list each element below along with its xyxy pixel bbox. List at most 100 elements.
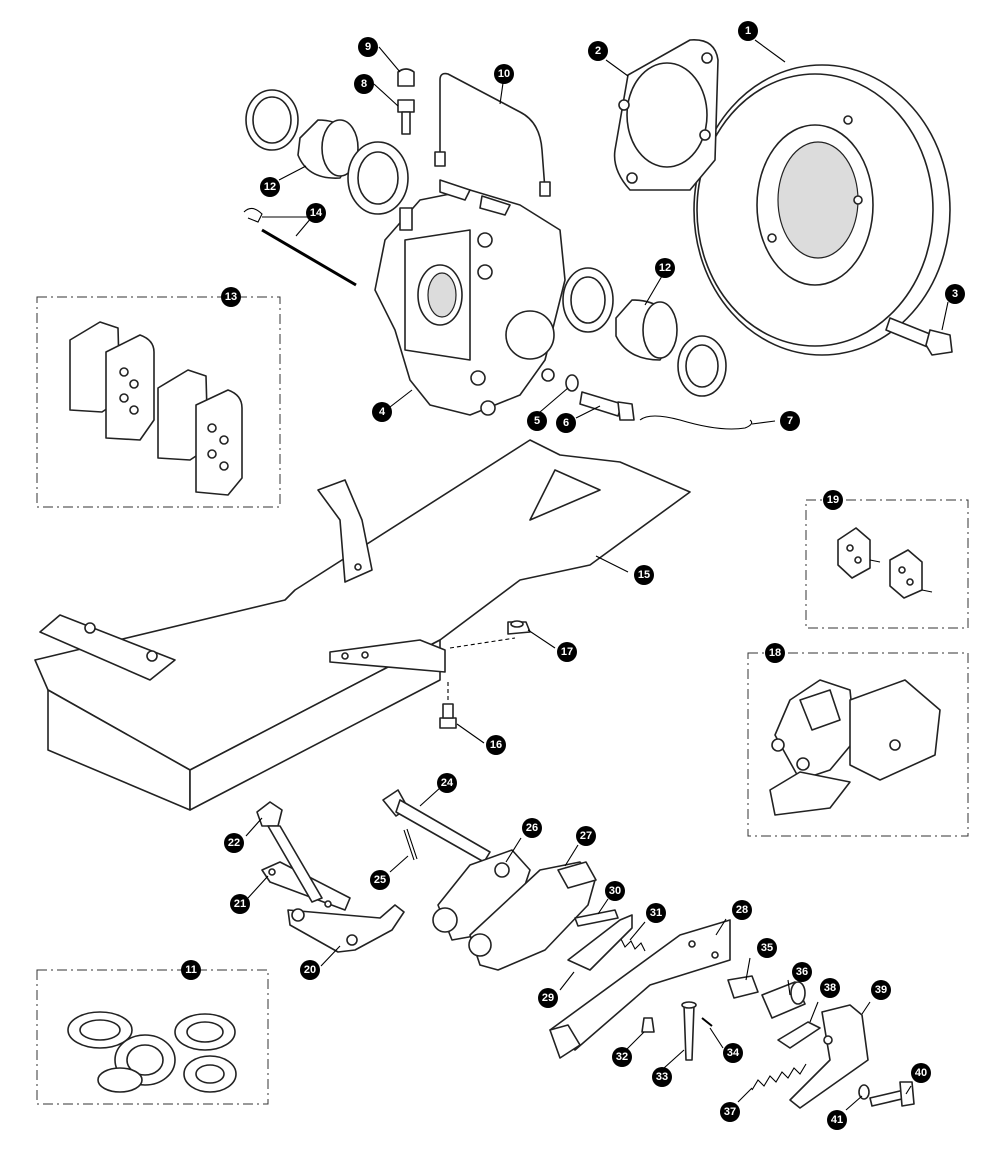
bracket-nut [507, 620, 531, 635]
locking-wire [639, 415, 753, 430]
dust-seal-upper [347, 141, 409, 215]
callout-8: 8 [354, 74, 374, 94]
svg-text:3: 3 [952, 288, 958, 300]
bridge-pipe [439, 72, 546, 191]
caliper-body [374, 179, 566, 416]
svg-text:10: 10 [498, 68, 510, 80]
callout-30: 30 [605, 881, 625, 901]
callout-39: 39 [871, 980, 891, 1000]
leader-lines [245, 39, 949, 1111]
pad-retaining-pin [243, 207, 357, 287]
svg-text:31: 31 [650, 907, 662, 919]
mounting-bracket [34, 439, 691, 811]
bleed-screw [397, 99, 415, 135]
svg-text:8: 8 [361, 78, 367, 90]
clevis-pin [574, 909, 619, 927]
kit-box-11 [36, 969, 269, 1105]
svg-text:28: 28 [736, 904, 748, 916]
callout-14: 14 [306, 203, 326, 223]
nipple [641, 1017, 655, 1033]
pad-shims [837, 527, 933, 599]
svg-text:4: 4 [379, 406, 386, 418]
brake-disc [693, 64, 951, 356]
callout-10: 10 [494, 64, 514, 84]
bracket-fastener-dashline [447, 637, 516, 700]
callout-2: 2 [588, 41, 608, 61]
piston-seal-lower [562, 267, 614, 333]
seal-kit [67, 1011, 237, 1093]
svg-text:37: 37 [724, 1106, 736, 1118]
lever-half-left [432, 849, 531, 941]
svg-text:18: 18 [769, 647, 781, 659]
svg-text:11: 11 [185, 964, 197, 976]
clevis-bolt [382, 789, 491, 863]
disc-gasket [613, 39, 719, 191]
brake-pads [69, 321, 243, 496]
bleed-screw-cap [397, 68, 415, 87]
svg-text:12: 12 [264, 181, 276, 193]
adjuster-nut [727, 975, 759, 999]
kit-box-13 [36, 296, 281, 508]
callout-21: 21 [230, 894, 250, 914]
callout-13: 13 [221, 287, 241, 307]
kit-box-18 [747, 652, 969, 837]
callout-41: 41 [827, 1110, 847, 1130]
pivot-pin [681, 1001, 697, 1061]
bracket-bolt [439, 703, 457, 729]
svg-text:5: 5 [534, 415, 540, 427]
callout-29: 29 [538, 988, 558, 1008]
svg-text:33: 33 [656, 1071, 668, 1083]
tension-spring [751, 1063, 807, 1091]
svg-text:15: 15 [638, 569, 650, 581]
svg-text:21: 21 [234, 898, 246, 910]
callout-19: 19 [823, 490, 843, 510]
callout-20: 20 [300, 960, 320, 980]
piston-upper [297, 119, 359, 179]
caliper-washer [565, 374, 579, 392]
callout-26: 26 [522, 818, 542, 838]
svg-text:6: 6 [563, 417, 569, 429]
piston-seal-upper [245, 89, 299, 151]
operating-lever [287, 904, 405, 953]
svg-text:26: 26 [526, 822, 538, 834]
svg-text:25: 25 [374, 874, 386, 886]
disc-bolt [885, 317, 953, 356]
bracket-screw [869, 1081, 915, 1107]
caliper-bolt [579, 391, 635, 421]
kit-box-19 [805, 499, 969, 629]
callout-4: 4 [372, 402, 392, 422]
svg-text:2: 2 [595, 45, 601, 57]
spring-plate [777, 1021, 821, 1049]
callout-36: 36 [792, 962, 812, 982]
callout-15: 15 [634, 565, 654, 585]
svg-text:35: 35 [761, 942, 773, 954]
callout-25: 25 [370, 870, 390, 890]
svg-text:13: 13 [225, 291, 237, 303]
svg-text:7: 7 [787, 415, 793, 427]
callout-17: 17 [557, 642, 577, 662]
bridge-pipe-nut-b [539, 181, 551, 197]
support-bracket [789, 1004, 869, 1109]
piston-lower [615, 299, 678, 361]
callout-16: 16 [486, 735, 506, 755]
svg-text:29: 29 [542, 992, 554, 1004]
svg-text:14: 14 [310, 207, 323, 219]
svg-text:24: 24 [441, 777, 454, 789]
guide-plate [567, 914, 633, 971]
callout-31: 31 [646, 903, 666, 923]
svg-text:16: 16 [490, 739, 502, 751]
roll-pin [701, 1017, 713, 1027]
callout-7: 7 [780, 411, 800, 431]
svg-text:38: 38 [824, 982, 836, 994]
adjuster-bolt [761, 981, 806, 1019]
callout-3: 3 [945, 284, 965, 304]
split-pin [403, 828, 418, 861]
svg-text:17: 17 [561, 646, 573, 658]
svg-text:30: 30 [609, 885, 621, 897]
svg-text:27: 27 [580, 830, 592, 842]
lever-half-right [468, 861, 597, 971]
bridge-pipe-nut-a [434, 151, 446, 167]
svg-text:41: 41 [831, 1114, 843, 1126]
callout-18: 18 [765, 643, 785, 663]
svg-text:12: 12 [659, 262, 671, 274]
